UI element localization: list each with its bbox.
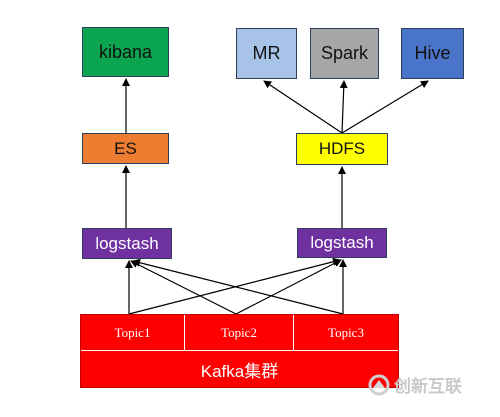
arrow-topic2-to-logstash-right — [235, 259, 342, 315]
watermark: 创新互联 — [368, 372, 462, 397]
spark-label: Spark — [320, 43, 369, 63]
arrow-topic2-to-logstash-left — [130, 260, 237, 315]
arrow-topic1-to-logstash-right — [128, 257, 341, 315]
arrow-hdfs-to-mr — [263, 80, 343, 134]
watermark-logo-icon — [368, 374, 390, 395]
hdfs-node: HDFS — [296, 133, 388, 165]
logstash-left-label: logstash — [95, 233, 159, 253]
kibana-label: kibana — [98, 41, 153, 62]
hdfs-label: HDFS — [318, 139, 366, 158]
es-label: ES — [114, 138, 137, 158]
topic-1: Topic1 — [81, 315, 185, 351]
hive-node: Hive — [401, 28, 464, 79]
kibana-node: kibana — [82, 27, 169, 77]
mr-node: MR — [236, 28, 297, 79]
arrow-hdfs-to-spark — [339, 80, 348, 134]
arrow-topic3-to-logstash-left — [132, 258, 344, 315]
topic-3: Topic3 — [294, 315, 398, 351]
logstash-right-label: logstash — [310, 233, 374, 252]
arrow-hdfs-to-hive — [341, 80, 429, 134]
kafka-cluster-label: Kafka集群 — [200, 361, 279, 381]
mr-label: MR — [252, 43, 281, 63]
es-node: ES — [82, 133, 169, 164]
hive-label: Hive — [414, 43, 451, 63]
spark-node: Spark — [310, 28, 379, 79]
kafka-cluster: Topic1 Topic2 Topic3 Kafka集群 — [80, 314, 399, 388]
topic-2: Topic2 — [185, 315, 294, 351]
logstash-left-node: logstash — [82, 228, 172, 259]
watermark-text: 创新互联 — [394, 377, 462, 396]
logstash-right-node: logstash — [297, 228, 387, 258]
